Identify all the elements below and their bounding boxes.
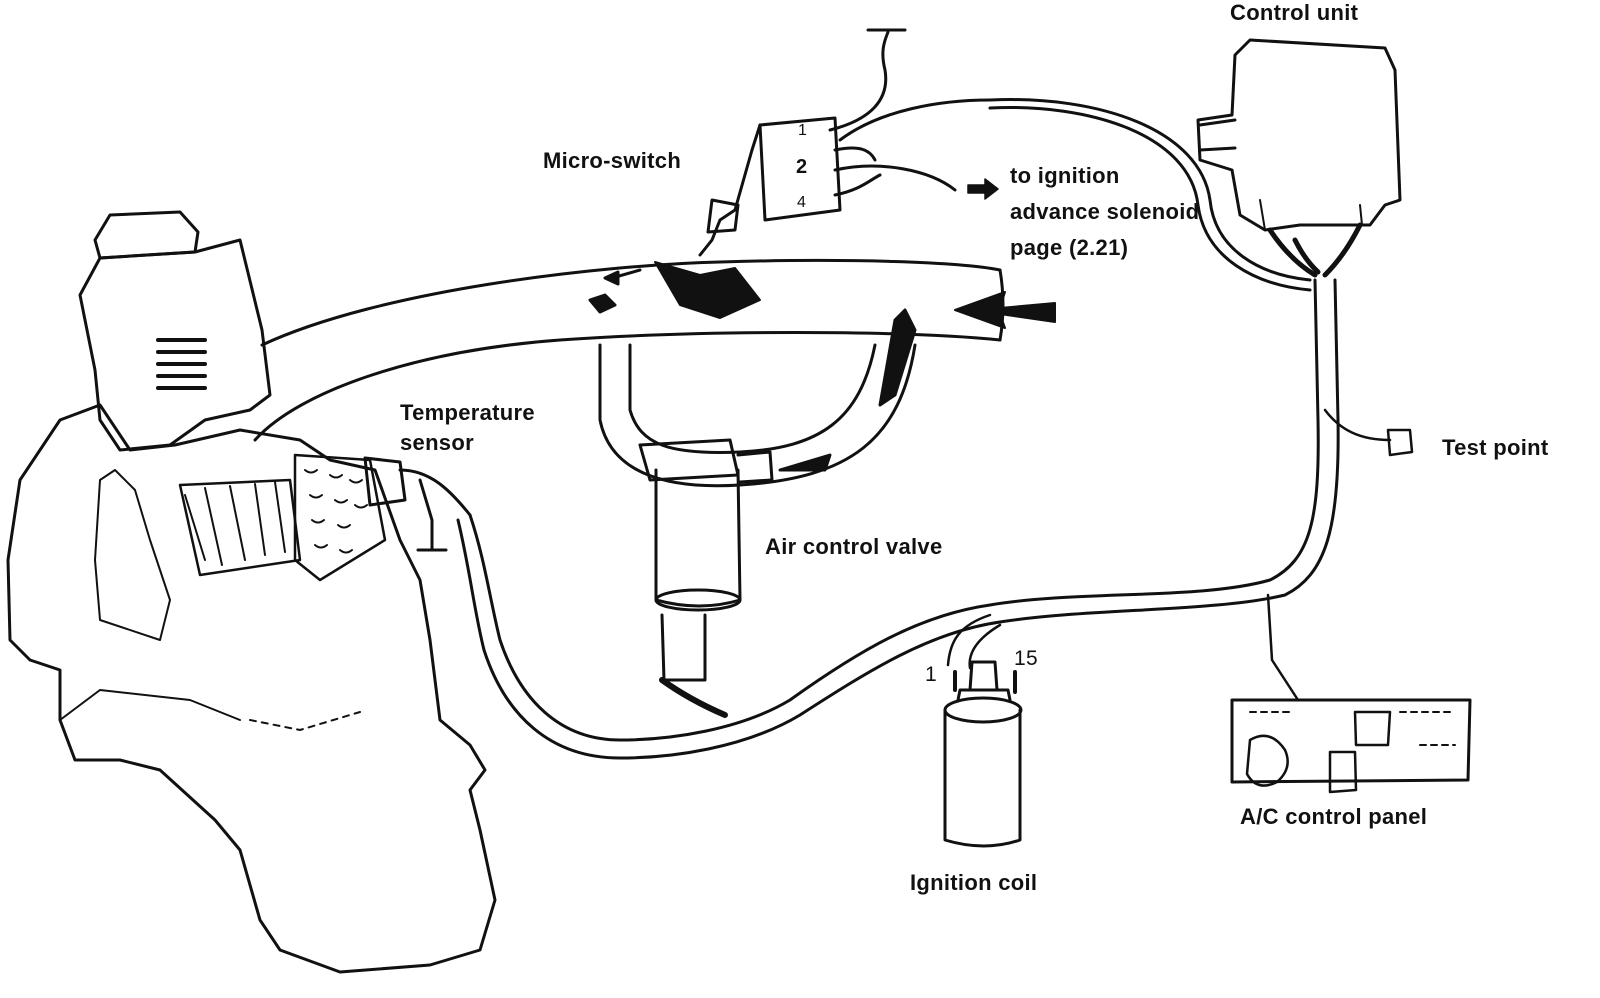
switch-terminal-4-label: 4 (797, 194, 807, 211)
temperature-sensor-label: Temperature sensor (400, 400, 535, 455)
micro-switch-label: Micro-switch (543, 148, 682, 173)
air-control-valve-label: Air control valve (765, 534, 943, 559)
control-unit-drawing (1196, 38, 1402, 278)
ac-control-panel-label: A/C control panel (1240, 804, 1428, 829)
coil-terminal-1-label: 1 (925, 663, 937, 686)
ignition-solenoid-label: to ignition advance solenoid page (2.21) (1010, 163, 1200, 260)
ignition-coil-label: Ignition coil (910, 870, 1038, 895)
micro-switch-drawing (698, 28, 992, 257)
control-unit-label: Control unit (1230, 0, 1359, 25)
engine-intake-assembly (6, 210, 497, 974)
solenoid-arrow (967, 178, 999, 200)
test-point-label: Test point (1442, 435, 1549, 460)
coil-terminal-15-label: 15 (1014, 647, 1038, 670)
air-control-valve-assembly (588, 261, 917, 718)
wiring-harness (363, 98, 1414, 760)
ac-control-panel-drawing (1230, 698, 1472, 794)
ignition-coil-drawing (943, 660, 1023, 848)
airflow-arrow (954, 291, 1056, 329)
switch-terminal-2-label: 2 (796, 156, 808, 178)
air-duct (253, 258, 1005, 442)
switch-terminal-1-label: 1 (798, 122, 808, 139)
